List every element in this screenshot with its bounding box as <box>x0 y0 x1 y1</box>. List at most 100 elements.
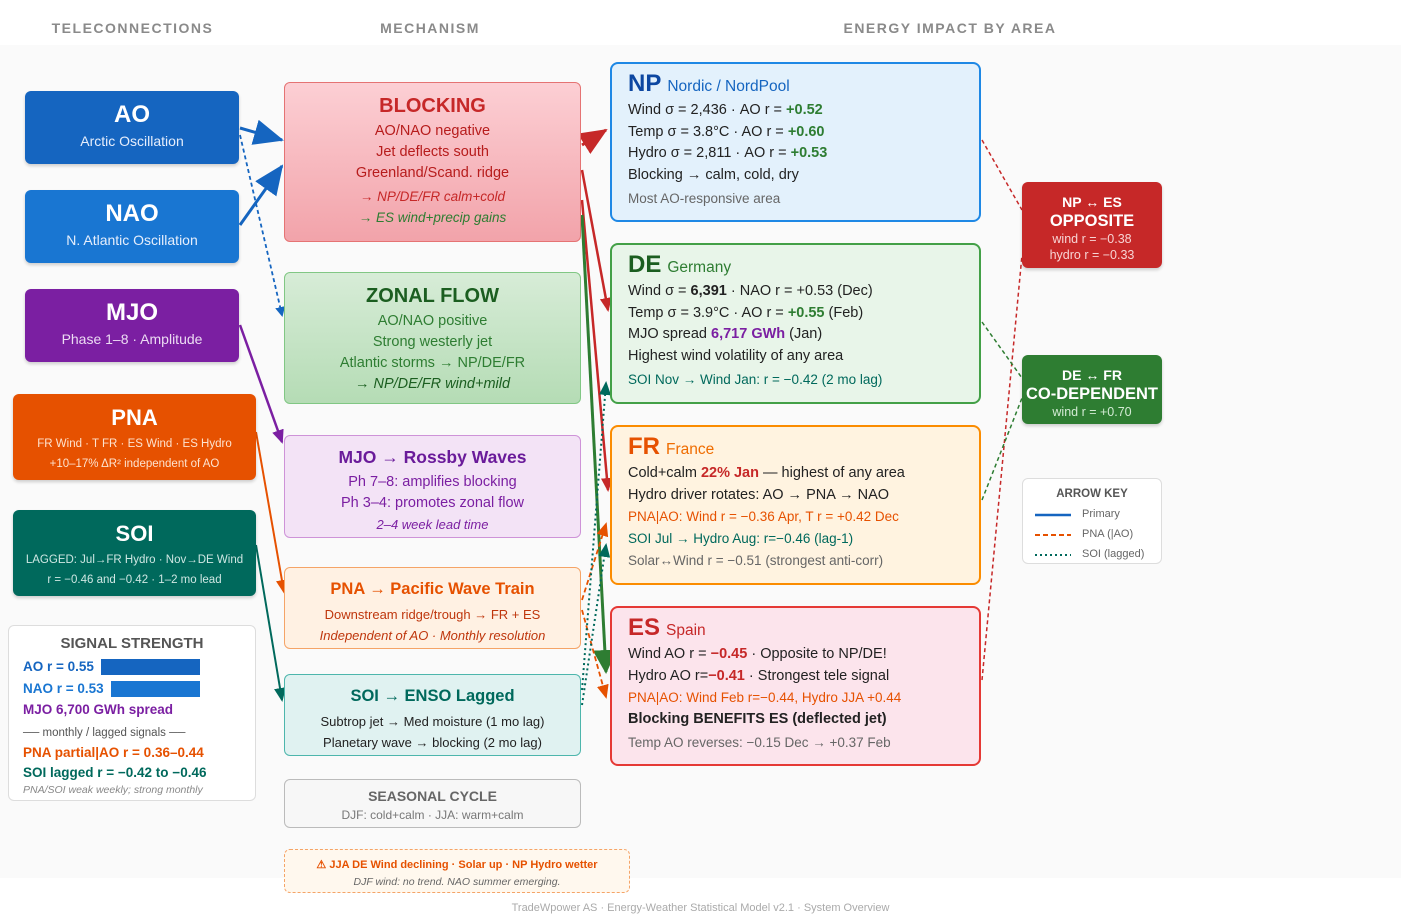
blocking-line-1: AO/NAO negative <box>374 123 491 139</box>
pna-code: PNA <box>111 405 158 430</box>
fr-line-4: SOI Jul → Hydro Aug: r=−0.46 (lag-1) <box>628 530 854 546</box>
pna-wave-line-1: Downstream ridge/trough → FR + ES <box>324 607 541 622</box>
soi-enso-line-2: Planetary wave → blocking (2 mo lag) <box>323 735 542 750</box>
signal-nao-label: NAO r = 0.53 <box>23 681 104 696</box>
de-line-5: SOI Nov → Wind Jan: r = −0.42 (2 mo lag) <box>628 372 883 387</box>
trend-warning-line-1: ⚠ JJA DE Wind declining · Solar up · NP … <box>316 859 598 871</box>
signal-strength-panel: SIGNAL STRENGTH AO r = 0.55 NAO r = 0.53… <box>8 625 256 801</box>
ao-box[interactable]: AO Arctic Oscillation <box>25 91 239 164</box>
blocking-line-2: Jet deflects south <box>376 144 489 160</box>
soi-enso-title: SOI → ENSO Lagged <box>350 687 515 705</box>
signal-nao-bar <box>111 681 200 697</box>
mjo-rossby-line-3: 2–4 week lead time <box>376 517 489 532</box>
fr-code: FR <box>628 433 660 460</box>
fr-line-5: Solar↔Wind r = −0.51 (strongest anti-cor… <box>628 553 884 568</box>
soi-desc-1: LAGGED: Jul→FR Hydro · Nov→DE Wind <box>25 554 244 566</box>
np-es-line-2: hydro r = −0.33 <box>1049 248 1135 262</box>
blocking-line-5: → ES wind+precip gains <box>358 210 507 225</box>
signal-pna-label: PNA partial|AO r = 0.36–0.44 <box>23 745 204 760</box>
arrow-key-soi: SOI (lagged) <box>1082 548 1145 560</box>
fr-line-1-a: Cold+calm <box>628 465 701 481</box>
ao-code: AO <box>114 101 150 128</box>
blocking-line-3: Greenland/Scand. ridge <box>355 165 510 181</box>
np-line-1-a: Wind σ = 2,436 · AO r = <box>628 102 787 118</box>
fr-line-2: Hydro driver rotates: AO → PNA → NAO <box>628 486 890 503</box>
np-es-line-1: wind r = −0.38 <box>1052 232 1132 246</box>
de-line-1-b: 6,391 <box>690 283 727 299</box>
es-code: ES <box>628 614 661 641</box>
mjo-code: MJO <box>105 299 158 326</box>
footer-credit: TradeWpower AS · Energy-Weather Statisti… <box>511 902 890 914</box>
de-fr-subtitle: CO-DEPENDENT <box>1025 385 1158 403</box>
arrow-key-title: ARROW KEY <box>1056 488 1128 500</box>
np-name: Nordic / NordPool <box>667 78 790 95</box>
pna-wave-box[interactable]: PNA → Pacific Wave Train Downstream ridg… <box>284 567 581 649</box>
blocking-title: BLOCKING <box>379 95 486 117</box>
signal-strength-title: SIGNAL STRENGTH <box>60 635 204 652</box>
de-fr-codependent-box[interactable]: DE ↔ FR CO-DEPENDENT wind r = +0.70 <box>1022 355 1162 424</box>
fr-line-1-b: 22% Jan <box>700 465 759 481</box>
trend-warning-line-2: DJF wind: no trend. NAO summer emerging. <box>353 876 561 888</box>
area-fr[interactable]: FR France Cold+calm 22% Jan — highest of … <box>610 425 981 585</box>
es-line-2-b: −0.41 <box>708 667 745 684</box>
es-line-2-c: · Strongest tele signal <box>744 667 890 684</box>
nao-box[interactable]: NAO N. Atlantic Oscillation <box>25 190 239 263</box>
np-es-opposite-box[interactable]: NP ↔ ES OPPOSITE wind r = −0.38 hydro r … <box>1022 182 1162 268</box>
nao-desc: N. Atlantic Oscillation <box>66 232 198 248</box>
soi-enso-line-1: Subtrop jet → Med moisture (1 mo lag) <box>320 714 545 729</box>
mjo-box[interactable]: MJO Phase 1–8 · Amplitude <box>25 289 239 362</box>
de-name: Germany <box>667 259 732 276</box>
fr-line-1-c: — highest of any area <box>758 465 905 481</box>
signal-note: PNA/SOI weak weekly; strong monthly <box>23 784 203 796</box>
seasonal-title: SEASONAL CYCLE <box>368 788 497 804</box>
de-fr-title: DE ↔ FR <box>1062 367 1122 383</box>
seasonal-line-1: DJF: cold+calm · JJA: warm+calm <box>341 808 524 822</box>
zonal-title: ZONAL FLOW <box>366 285 499 307</box>
mjo-rossby-box[interactable]: MJO → Rossby Waves Ph 7–8: amplifies blo… <box>284 435 581 538</box>
nao-code: NAO <box>105 200 159 227</box>
zonal-line-2: Strong westerly jet <box>372 334 493 350</box>
soi-box[interactable]: SOI LAGGED: Jul→FR Hydro · Nov→DE Wind r… <box>13 510 256 596</box>
de-line-3-b: 6,717 GWh <box>711 326 786 342</box>
np-line-2-a: Temp σ = 3.8°C · AO r = <box>628 123 788 140</box>
es-line-1-b: −0.45 <box>710 646 748 662</box>
soi-enso-box[interactable]: SOI → ENSO Lagged Subtrop jet → Med mois… <box>284 674 581 756</box>
signal-ao-bar <box>101 659 200 675</box>
header-mechanism: MECHANISM <box>380 20 480 36</box>
signal-ao-label: AO r = 0.55 <box>23 659 94 674</box>
de-line-3-c: (Jan) <box>785 326 823 342</box>
de-line-1-c: · NAO r = +0.53 (Dec) <box>726 283 873 299</box>
soi-desc-2: r = −0.46 and −0.42 · 1–2 mo lead <box>47 574 222 586</box>
de-line-2-c: (Feb) <box>824 304 864 321</box>
arrow-key-pna: PNA (|AO) <box>1082 528 1134 540</box>
fr-name: France <box>666 441 715 458</box>
seasonal-cycle-box[interactable]: SEASONAL CYCLE DJF: cold+calm · JJA: war… <box>284 779 581 828</box>
es-name: Spain <box>666 622 706 639</box>
arrow-key-swatches <box>1035 513 1071 556</box>
np-es-title: NP ↔ ES <box>1062 194 1122 210</box>
np-es-subtitle: OPPOSITE <box>1049 212 1135 230</box>
zonal-line-1: AO/NAO positive <box>377 313 488 329</box>
pna-desc-2: +10–17% ΔR² independent of AO <box>49 458 220 470</box>
blocking-box[interactable]: BLOCKING AO/NAO negative Jet deflects so… <box>284 82 581 242</box>
zonal-flow-box[interactable]: ZONAL FLOW AO/NAO positive Strong wester… <box>284 272 581 404</box>
soi-code: SOI <box>115 521 154 546</box>
de-line-1-a: Wind σ = <box>628 283 691 299</box>
de-line-4: Highest wind volatility of any area <box>628 347 844 364</box>
arrow-key-primary: Primary <box>1082 508 1120 520</box>
es-line-5: Temp AO reverses: −0.15 Dec → +0.37 Feb <box>628 735 891 750</box>
de-line-2-a: Temp σ = 3.9°C · AO r = <box>628 304 788 321</box>
fr-line-3: PNA|AO: Wind r = −0.36 Apr, T r = +0.42 … <box>628 509 899 524</box>
header-energy-impact: ENERGY IMPACT BY AREA <box>843 20 1057 36</box>
arrow-key-panel: ARROW KEY Primary PNA (|AO) SOI (lagged) <box>1022 478 1162 564</box>
es-line-1-c: · Opposite to NP/DE! <box>747 646 887 662</box>
zonal-line-3: Atlantic storms → NP/DE/FR <box>339 355 526 371</box>
es-line-4: Blocking BENEFITS ES (deflected jet) <box>628 710 887 727</box>
pna-box[interactable]: PNA FR Wind · T FR · ES Wind · ES Hydro … <box>13 394 256 480</box>
signal-soi-label: SOI lagged r = −0.42 to −0.46 <box>23 765 207 780</box>
np-line-3-b: +0.53 <box>790 145 828 161</box>
signal-mjo-label: MJO 6,700 GWh spread <box>23 702 174 717</box>
